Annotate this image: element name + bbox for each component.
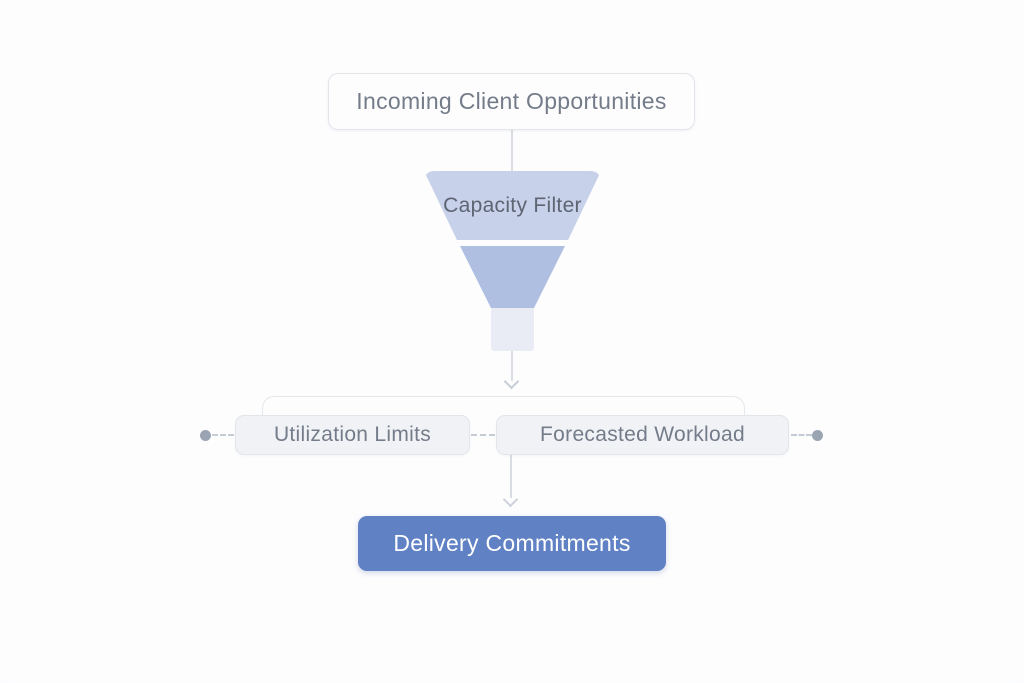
node-incoming-client-opportunities: Incoming Client Opportunities bbox=[328, 73, 695, 130]
connector-branch-to-bottom bbox=[510, 454, 512, 498]
funnel-mid-section bbox=[460, 246, 565, 308]
node-utilization-limits: Utilization Limits bbox=[235, 415, 470, 455]
arrow-down-icon bbox=[502, 491, 519, 508]
endpoint-dot-left bbox=[200, 430, 211, 441]
dashed-connector-right bbox=[791, 434, 812, 436]
dashed-connector-left bbox=[212, 434, 234, 436]
node-label: Utilization Limits bbox=[273, 423, 432, 446]
funnel-label: Capacity Filter bbox=[443, 193, 582, 217]
connector-funnel-to-branch bbox=[511, 350, 513, 381]
node-label: Forecasted Workload bbox=[540, 423, 745, 446]
node-delivery-commitments: Delivery Commitments bbox=[358, 516, 666, 571]
node-forecasted-workload: Forecasted Workload bbox=[496, 415, 789, 455]
connector-top-to-funnel bbox=[511, 130, 513, 171]
funnel-stem bbox=[491, 308, 534, 351]
branch-connector bbox=[262, 396, 745, 422]
node-label: Incoming Client Opportunities bbox=[356, 88, 667, 114]
node-label: Delivery Commitments bbox=[393, 530, 631, 556]
endpoint-dot-right bbox=[812, 430, 823, 441]
dashed-connector-middle bbox=[471, 434, 495, 436]
arrow-down-icon bbox=[503, 373, 520, 390]
funnel-top-section: Capacity Filter bbox=[424, 171, 601, 240]
